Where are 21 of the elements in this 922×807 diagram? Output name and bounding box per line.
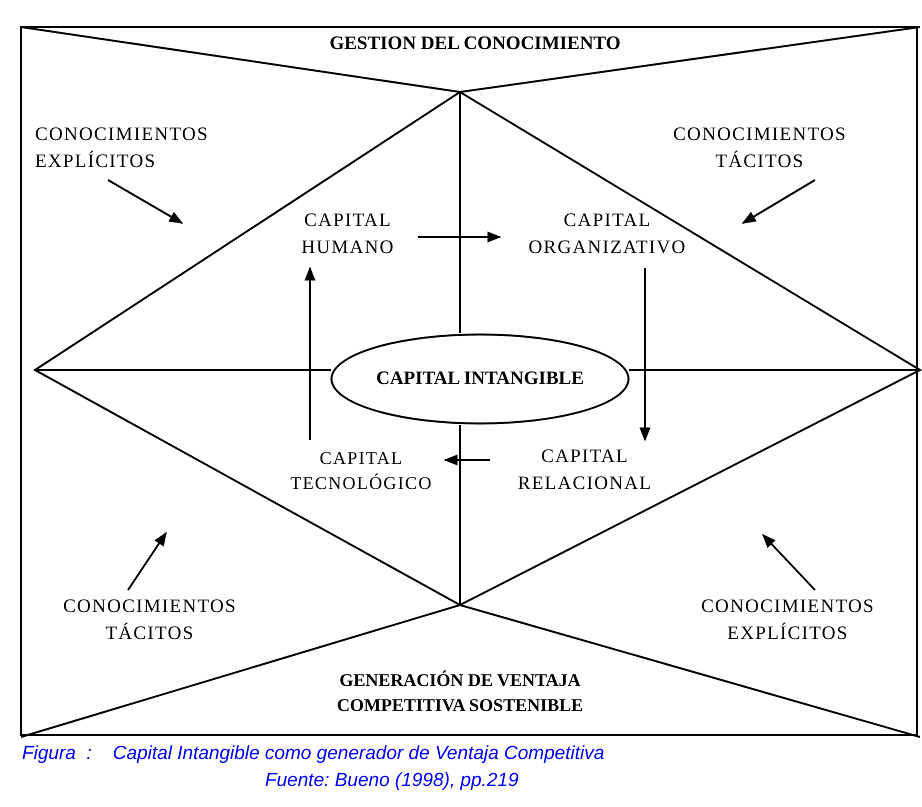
arrow bbox=[108, 179, 184, 224]
node-label: CAPITAL INTANGIBLE bbox=[376, 366, 584, 391]
arrow bbox=[418, 231, 502, 243]
node-label: GENERACIÓN DE VENTAJA COMPETITIVA SOSTENIBLE bbox=[336, 668, 584, 717]
arrow bbox=[304, 266, 316, 440]
arrow bbox=[742, 179, 816, 224]
node-label: CONOCIMIENTOS TÁCITOS bbox=[62, 595, 238, 646]
arrow bbox=[444, 454, 490, 466]
node-label: GESTION DEL CONOCIMIENTO bbox=[329, 32, 621, 56]
arrow bbox=[639, 268, 651, 442]
figure-caption: Figura : Capital Intangible como generador de Ventaja Competitiva bbox=[22, 743, 604, 765]
node-label: CAPITAL RELACIONAL bbox=[516, 445, 654, 496]
arrow bbox=[762, 534, 816, 591]
node-label: CAPITAL ORGANIZATIVO bbox=[527, 209, 688, 260]
node-label: CAPITAL HUMANO bbox=[300, 209, 396, 260]
node-label: CONOCIMIENTOS EXPLÍCITOS bbox=[700, 595, 876, 646]
arrow bbox=[127, 532, 167, 591]
node-label: CONOCIMIENTOS TÁCITOS bbox=[672, 123, 848, 174]
node-label: CONOCIMIENTOS EXPLÍCITOS bbox=[35, 123, 210, 174]
source-note: Fuente: Bueno (1998), pp.219 bbox=[265, 770, 519, 792]
node-label: CAPITAL TECNOLÓGICO bbox=[289, 446, 434, 495]
